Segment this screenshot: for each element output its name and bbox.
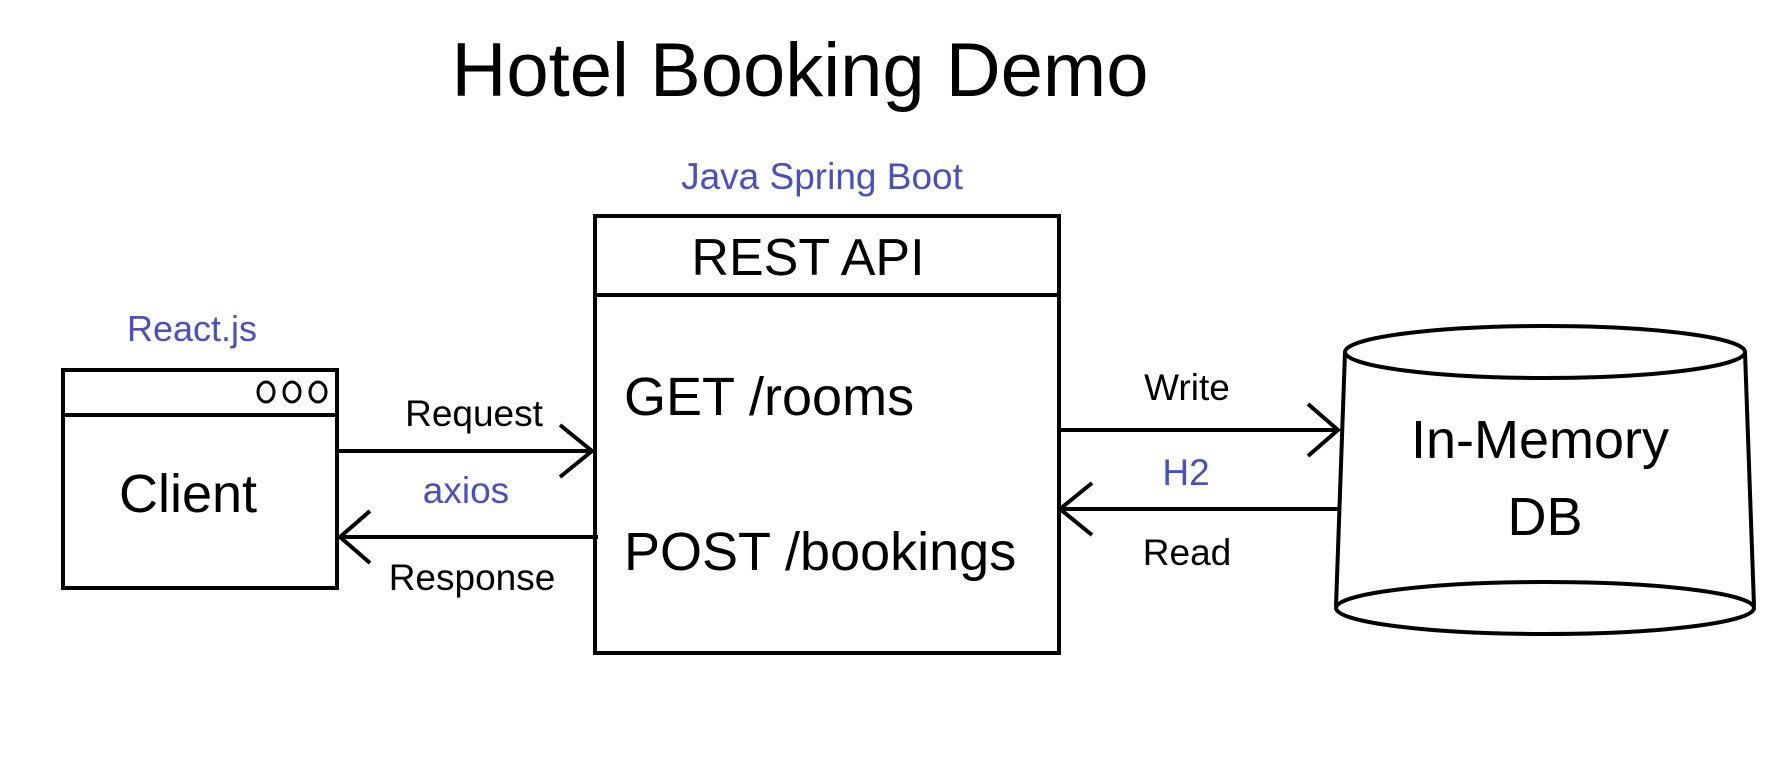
read-label: Read xyxy=(1143,532,1231,573)
request-arrowhead-icon xyxy=(558,423,596,479)
api-header: REST API xyxy=(691,229,924,287)
write-arrowhead-icon xyxy=(1306,402,1342,458)
browser-window-frame xyxy=(61,368,339,590)
db-label-line1: In-Memory xyxy=(1411,410,1669,470)
api-db-connection: Write H2 Read xyxy=(1056,367,1342,573)
request-label: Request xyxy=(405,393,544,434)
api-node: Java Spring Boot REST API GET /rooms POS… xyxy=(593,156,1061,655)
database-cylinder-icon xyxy=(1334,324,1756,636)
response-arrowhead-icon xyxy=(336,509,372,565)
api-tech-label: Java Spring Boot xyxy=(681,156,964,197)
client-node: React.js Client xyxy=(61,308,339,590)
client-label: Client xyxy=(119,464,257,524)
write-label: Write xyxy=(1144,367,1230,408)
diagram-title: Hotel Booking Demo xyxy=(451,28,1148,113)
window-controls-icon xyxy=(256,380,328,404)
response-label: Response xyxy=(389,557,556,598)
endpoint-get-rooms: GET /rooms xyxy=(624,367,914,427)
db-label-line2: DB xyxy=(1507,487,1582,547)
db-tech-label: H2 xyxy=(1162,452,1209,493)
api-box xyxy=(593,214,1061,655)
endpoint-post-bookings: POST /bookings xyxy=(624,522,1016,582)
database-node: In-Memory DB xyxy=(1334,324,1756,636)
read-arrowhead-icon xyxy=(1056,481,1094,537)
client-api-connection: Request axios Response xyxy=(336,393,598,598)
client-tech-label: React.js xyxy=(127,308,257,349)
library-label: axios xyxy=(423,470,509,511)
